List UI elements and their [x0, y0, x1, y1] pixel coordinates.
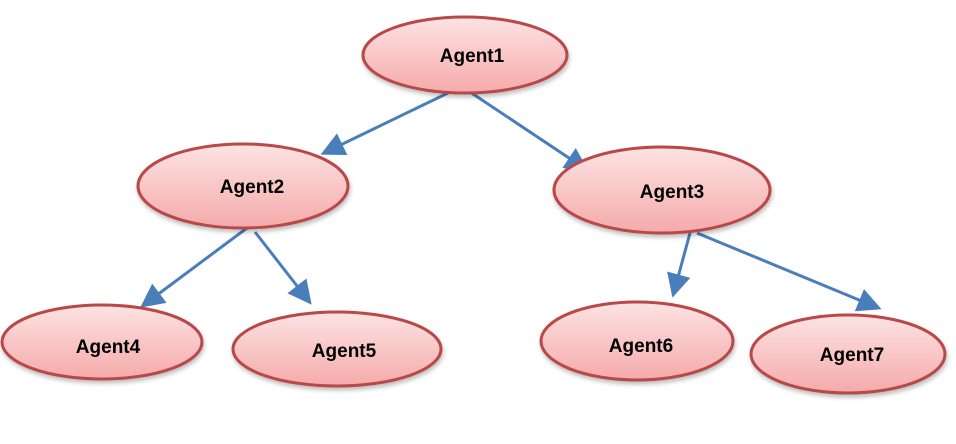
node-label: Agent7	[820, 345, 884, 366]
node-agent4[interactable]: Agent4	[0, 303, 204, 381]
node-label: Agent2	[220, 177, 284, 198]
node-agent3[interactable]: Agent3	[552, 145, 772, 235]
node-label: Agent4	[76, 337, 141, 358]
node-label: Agent5	[312, 341, 377, 362]
edge-agent3-agent6	[667, 232, 692, 298]
node-agent7[interactable]: Agent7	[749, 313, 947, 395]
node-agent5[interactable]: Agent5	[231, 310, 443, 388]
node-label: Agent1	[440, 46, 505, 67]
node-label: Agent6	[609, 336, 673, 357]
edge-agent1-agent3	[469, 90, 589, 172]
edge-agent2-agent5	[253, 231, 312, 305]
edge-agent1-agent2	[320, 90, 451, 155]
node-label: Agent3	[640, 182, 704, 203]
edge-agent3-agent7	[696, 231, 882, 312]
node-agent1[interactable]: Agent1	[361, 15, 569, 95]
edge-agent2-agent4	[140, 226, 248, 308]
node-agent2[interactable]: Agent2	[136, 142, 350, 230]
node-agent6[interactable]: Agent6	[539, 300, 735, 382]
